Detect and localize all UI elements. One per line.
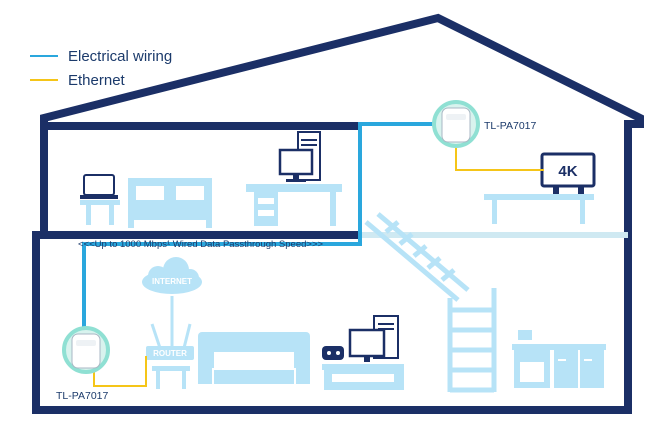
powerline-adapter-upstairs-icon	[432, 100, 480, 148]
powerline-adapter-downstairs-icon	[62, 326, 110, 374]
desk-left-icon	[80, 200, 120, 225]
cloud-internet-icon: INTERNET	[142, 257, 202, 294]
ethernet-line-upstairs	[455, 148, 544, 171]
internet-label: INTERNET	[152, 277, 192, 286]
legend-label-electrical: Electrical wiring	[68, 47, 173, 65]
laptop-icon	[80, 174, 118, 199]
legend-swatch-ethernet	[30, 79, 58, 81]
legend-item-electrical: Electrical wiring	[30, 44, 172, 68]
legend-swatch-electrical	[30, 55, 58, 57]
bed-icon	[128, 178, 212, 228]
staircase-icon	[364, 212, 470, 302]
electrical-wiring-line	[82, 122, 446, 328]
adapter-label-upstairs: TL-PA7017	[484, 120, 537, 132]
legend-label-ethernet: Ethernet	[68, 71, 125, 89]
tv-4k-badge: 4K	[558, 163, 577, 180]
game-console-computer-icon	[322, 315, 399, 362]
legend: Electrical wiring Ethernet	[30, 44, 172, 92]
sofa-icon	[198, 332, 310, 384]
router-label: ROUTER	[153, 349, 187, 358]
speed-label: <<<Up to 1000 Mbps¹ Wired Data Passthrou…	[78, 239, 324, 250]
ladder-icon	[447, 288, 497, 393]
tv-cabinet-icon	[322, 364, 404, 390]
router-icon: ROUTER	[146, 323, 194, 360]
desk-center-icon	[246, 184, 342, 226]
desktop-computer-icon	[278, 131, 321, 182]
router-table-icon	[152, 366, 190, 389]
kitchen-icon	[512, 330, 606, 388]
tv-4k-icon: 4K	[540, 152, 596, 194]
ethernet-line-downstairs	[93, 356, 147, 387]
tv-stand-icon	[484, 194, 594, 224]
legend-item-ethernet: Ethernet	[30, 68, 172, 92]
adapter-label-downstairs: TL-PA7017	[56, 390, 109, 402]
